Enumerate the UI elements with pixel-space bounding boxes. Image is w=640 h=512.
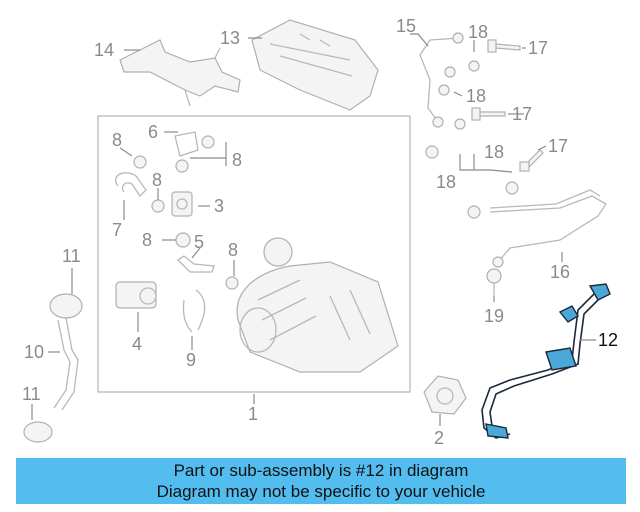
assembly-frame (97, 115, 411, 393)
label-19: 19 (484, 306, 504, 326)
leader-lines (31, 33, 596, 426)
label-9: 9 (186, 350, 196, 370)
label-18d: 18 (436, 172, 456, 192)
label-6: 6 (148, 122, 158, 142)
label-18c: 18 (484, 142, 504, 162)
part-16-coolant-pipe[interactable] (489, 189, 607, 268)
banner-line-2: Diagram may not be specific to your vehi… (156, 482, 486, 501)
label-10: 10 (24, 342, 44, 362)
label-7: 7 (112, 220, 122, 240)
label-18b: 18 (466, 86, 486, 106)
callout-labels: 14 13 15 18 17 18 17 18 17 18 16 19 6 8 … (22, 16, 618, 448)
label-17b: 17 (512, 104, 532, 124)
label-2: 2 (434, 428, 444, 448)
part-10-pipe[interactable] (53, 317, 79, 411)
parts-diagram: 14 13 15 18 17 18 17 18 17 18 16 19 6 8 … (22, 16, 618, 448)
label-17c: 17 (548, 136, 568, 156)
label-8c: 8 (152, 170, 162, 190)
label-4: 4 (132, 334, 142, 354)
part-19-clip[interactable] (486, 268, 502, 296)
label-14: 14 (94, 40, 114, 60)
label-5: 5 (194, 232, 204, 252)
part-13-heat-shield[interactable] (251, 19, 379, 111)
part-14-bracket[interactable] (119, 39, 241, 107)
label-16: 16 (550, 262, 570, 282)
label-8d: 8 (142, 230, 152, 250)
label-12: 12 (598, 330, 618, 350)
part-17-bolts[interactable] (471, 39, 544, 172)
label-11a: 11 (62, 246, 81, 266)
label-8a: 8 (112, 130, 122, 150)
part-8-clamps[interactable] (133, 155, 239, 290)
part-5-hose[interactable] (176, 255, 215, 273)
part-11-gaskets[interactable] (23, 293, 83, 443)
part-18-washers[interactable] (425, 60, 519, 219)
part-12-oil-return-line[interactable] (481, 283, 611, 439)
label-17a: 17 (528, 38, 548, 58)
turbo-manifold[interactable] (236, 237, 399, 373)
banner-line-1: Part or sub-assembly is #12 in diagram (173, 461, 469, 480)
label-1: 1 (248, 404, 258, 424)
label-13: 13 (220, 28, 240, 48)
info-banner: Part or sub-assembly is #12 in diagram D… (16, 458, 626, 504)
part-6-hose[interactable] (174, 131, 215, 157)
part-2-gasket[interactable] (423, 375, 467, 415)
label-3: 3 (214, 196, 224, 216)
label-15: 15 (396, 16, 416, 36)
part-7-hose[interactable] (115, 172, 147, 198)
part-3-valve[interactable] (171, 191, 193, 217)
part-9-hose[interactable] (182, 289, 206, 333)
label-8e: 8 (228, 240, 238, 260)
part-4-actuator[interactable] (115, 281, 157, 309)
part-15-oil-line[interactable] (419, 32, 464, 128)
label-18a: 18 (468, 22, 488, 42)
label-8b: 8 (232, 150, 242, 170)
label-11b: 11 (22, 384, 41, 404)
